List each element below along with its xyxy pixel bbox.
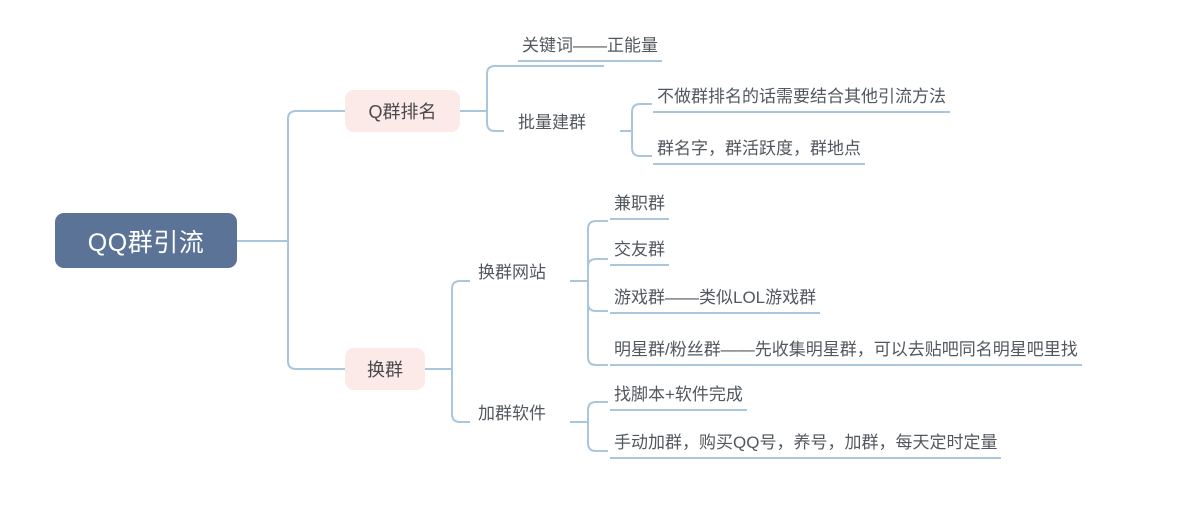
connector-software-to-leaf-2: [587, 422, 608, 452]
leaf-game-group-lol[interactable]: 游戏群——类似LOL游戏群: [610, 284, 821, 314]
connector-piliang-to-leaf-2: [631, 131, 652, 157]
connector-site-to-leaf-3: [587, 281, 608, 312]
root-node[interactable]: QQ群引流: [55, 213, 237, 268]
leaf-manual-join-buy-qq[interactable]: 手动加群，购买QQ号，养号，加群，每天定时定量: [610, 429, 1002, 459]
connector-branch2-to-child-2: [451, 369, 470, 423]
connector-branch1-to-child-1: [486, 65, 604, 111]
branch-node-group-exchange[interactable]: 换群: [345, 348, 425, 390]
branch-node-q-group-ranking[interactable]: Q群排名: [345, 90, 460, 132]
leaf-script-plus-software[interactable]: 找脚本+软件完成: [610, 381, 747, 411]
connector-branch1-to-child-2: [486, 111, 504, 132]
node-batch-group-creation[interactable]: 批量建群: [518, 113, 586, 132]
leaf-group-name-activity-location[interactable]: 群名字，群活跃度，群地点: [653, 135, 865, 165]
node-group-exchange-website[interactable]: 换群网站: [478, 263, 546, 282]
leaf-no-ranking-need-other-methods[interactable]: 不做群排名的话需要结合其他引流方法: [653, 83, 950, 113]
leaf-part-time-group[interactable]: 兼职群: [610, 190, 669, 220]
connector-site-to-leaf-2: [587, 258, 608, 281]
connector-branch2-to-child-1: [451, 280, 470, 369]
connector-piliang-to-leaf-1: [631, 103, 652, 131]
connector-software-to-leaf-1: [587, 401, 608, 422]
leaf-friend-making-group[interactable]: 交友群: [610, 236, 669, 266]
connector-site-to-leaf-4: [587, 281, 608, 366]
node-group-join-software[interactable]: 加群软件: [478, 404, 546, 423]
connector-root-to-branch-1: [287, 110, 345, 241]
leaf-keyword-positive-energy[interactable]: 关键词——正能量: [518, 32, 662, 62]
leaf-celebrity-fan-group[interactable]: 明星群/粉丝群——先收集明星群，可以去贴吧同名明星吧里找: [610, 336, 1082, 366]
connector-site-to-leaf-1: [587, 220, 608, 281]
connector-root-to-branch-2: [287, 241, 345, 370]
